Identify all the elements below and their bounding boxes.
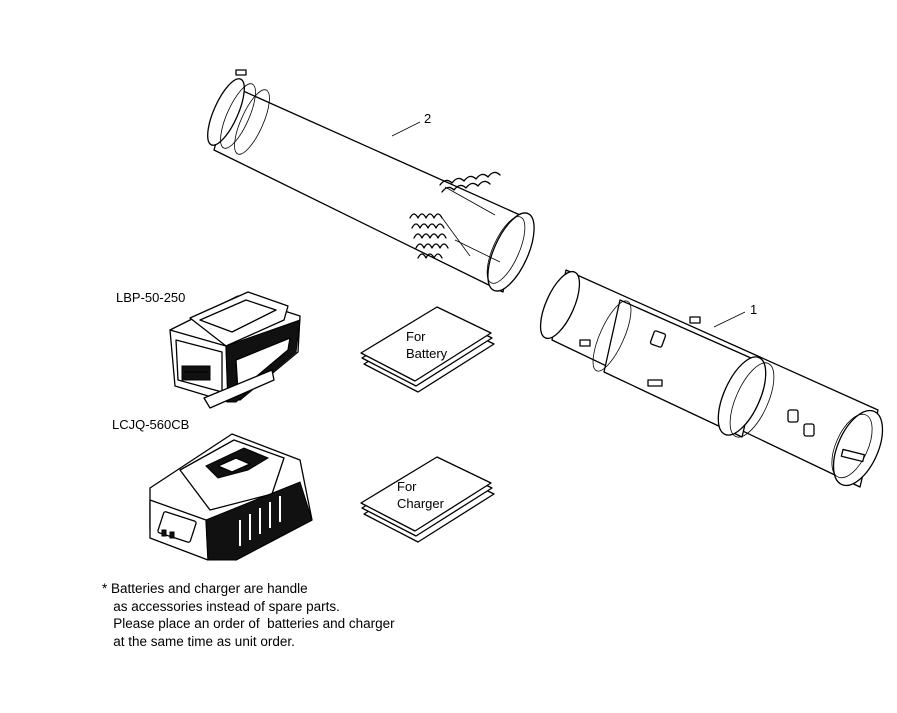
part-2-label: 2 (424, 111, 431, 126)
note-line: at the same time as unit order. (102, 633, 295, 649)
note-line: * Batteries and charger are handle (102, 581, 308, 596)
charger-illustration: LCJQ-560CB (112, 417, 313, 561)
note-line: Please place an order of batteries and c… (102, 616, 395, 631)
battery-manual-line-2: Battery (406, 346, 448, 361)
tube-clips (409, 171, 501, 259)
charger-model-label: LCJQ-560CB (112, 417, 189, 432)
battery-pack-illustration: LBP-50-250 (116, 290, 301, 409)
battery-manual-line-1: For (406, 329, 426, 344)
charger-manual-line-2: Charger (397, 496, 445, 511)
note-line: as accessories instead of spare parts. (102, 598, 340, 614)
battery-manual: For Battery (360, 306, 495, 393)
part-1-tube: 1 (539, 269, 884, 488)
part-1-label: 1 (750, 302, 757, 317)
accessory-note: * Batteries and charger are handle as ac… (102, 580, 395, 650)
charger-manual: For Charger (360, 456, 495, 543)
battery-model-label: LBP-50-250 (116, 290, 185, 305)
part-2-tube: 2 (207, 69, 535, 293)
charger-manual-line-1: For (397, 479, 417, 494)
